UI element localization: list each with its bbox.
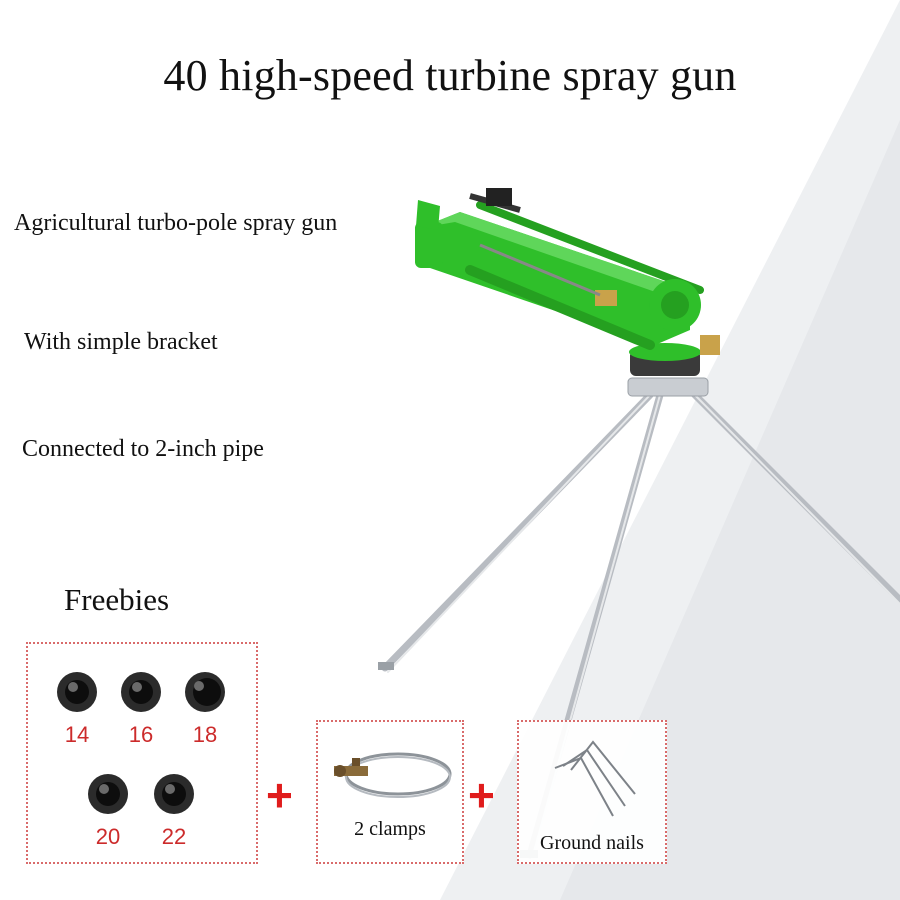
spray-gun	[415, 188, 720, 376]
feature-pipe: Connected to 2-inch pipe	[22, 436, 264, 462]
nozzle-size-20: 20	[95, 824, 121, 849]
ground-nails-label: Ground nails	[540, 832, 644, 854]
nozzle-ring-icon	[185, 672, 225, 712]
nozzle-ring-icon	[154, 774, 194, 814]
clamps-label: 2 clamps	[354, 818, 426, 840]
nozzle-size-18: 18	[192, 722, 218, 747]
nozzle-ring-icon	[121, 672, 161, 712]
tripod-head	[627, 377, 709, 397]
nozzle-size-16: 16	[128, 722, 154, 747]
ground-nail-icon	[554, 740, 636, 817]
nozzle-size-14: 14	[64, 722, 90, 747]
plus-icon: +	[468, 769, 495, 821]
clamps-box: 2 clamps	[316, 720, 464, 864]
feature-bracket: With simple bracket	[24, 329, 218, 355]
ground-nails-box: Ground nails	[517, 720, 667, 864]
nozzle-ring-icon	[57, 672, 97, 712]
nozzles-box: 14 16 18 20 22	[26, 642, 258, 864]
backdrop-shade-inner	[560, 120, 900, 900]
feature-turbo-pole: Agricultural turbo-pole spray gun	[14, 210, 338, 236]
plus-icon: +	[266, 769, 293, 821]
nozzle-ring-icon	[88, 774, 128, 814]
nozzle-size-22: 22	[161, 824, 187, 849]
page-title: 40 high-speed turbine spray gun	[163, 51, 737, 100]
hose-clamp-icon	[334, 752, 452, 798]
freebies-title: Freebies	[64, 582, 170, 617]
